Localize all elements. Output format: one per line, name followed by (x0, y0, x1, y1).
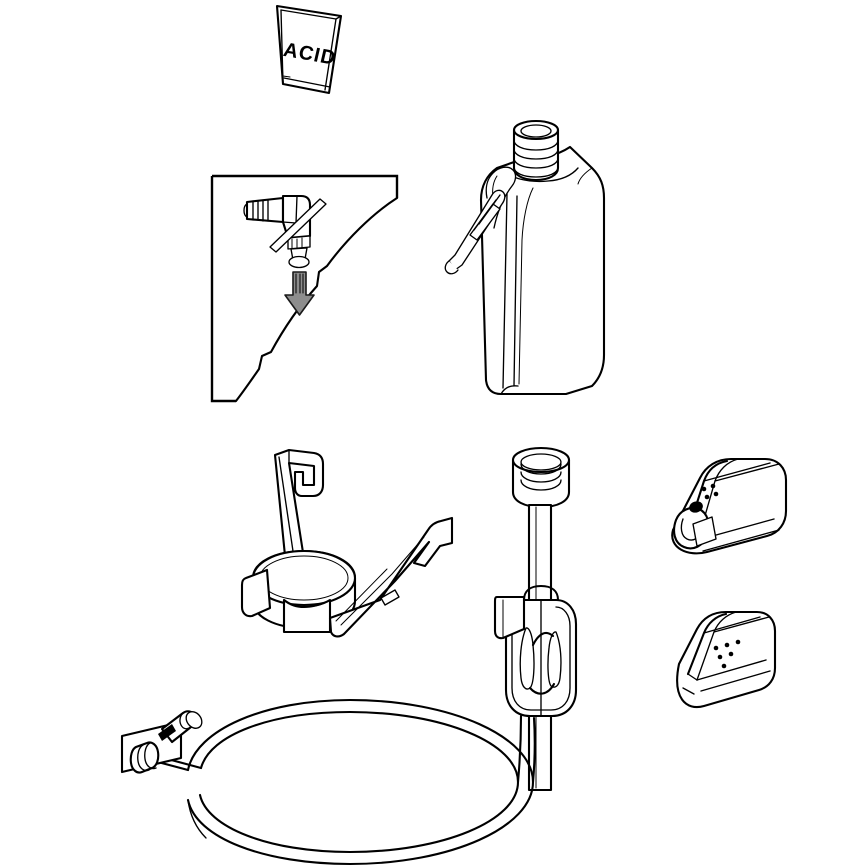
mounting-bracket (240, 448, 454, 638)
hose-assembly (137, 698, 536, 866)
acid-bottle (444, 119, 606, 396)
acid-label: ACID (275, 4, 343, 95)
install-arrow (284, 271, 315, 316)
vent-plug-lower (676, 610, 777, 709)
elbow-valve-fitting (243, 194, 327, 269)
vent-cap-upper (671, 457, 788, 555)
spring-clip (493, 584, 578, 718)
quick-connect-coupling (120, 710, 203, 774)
